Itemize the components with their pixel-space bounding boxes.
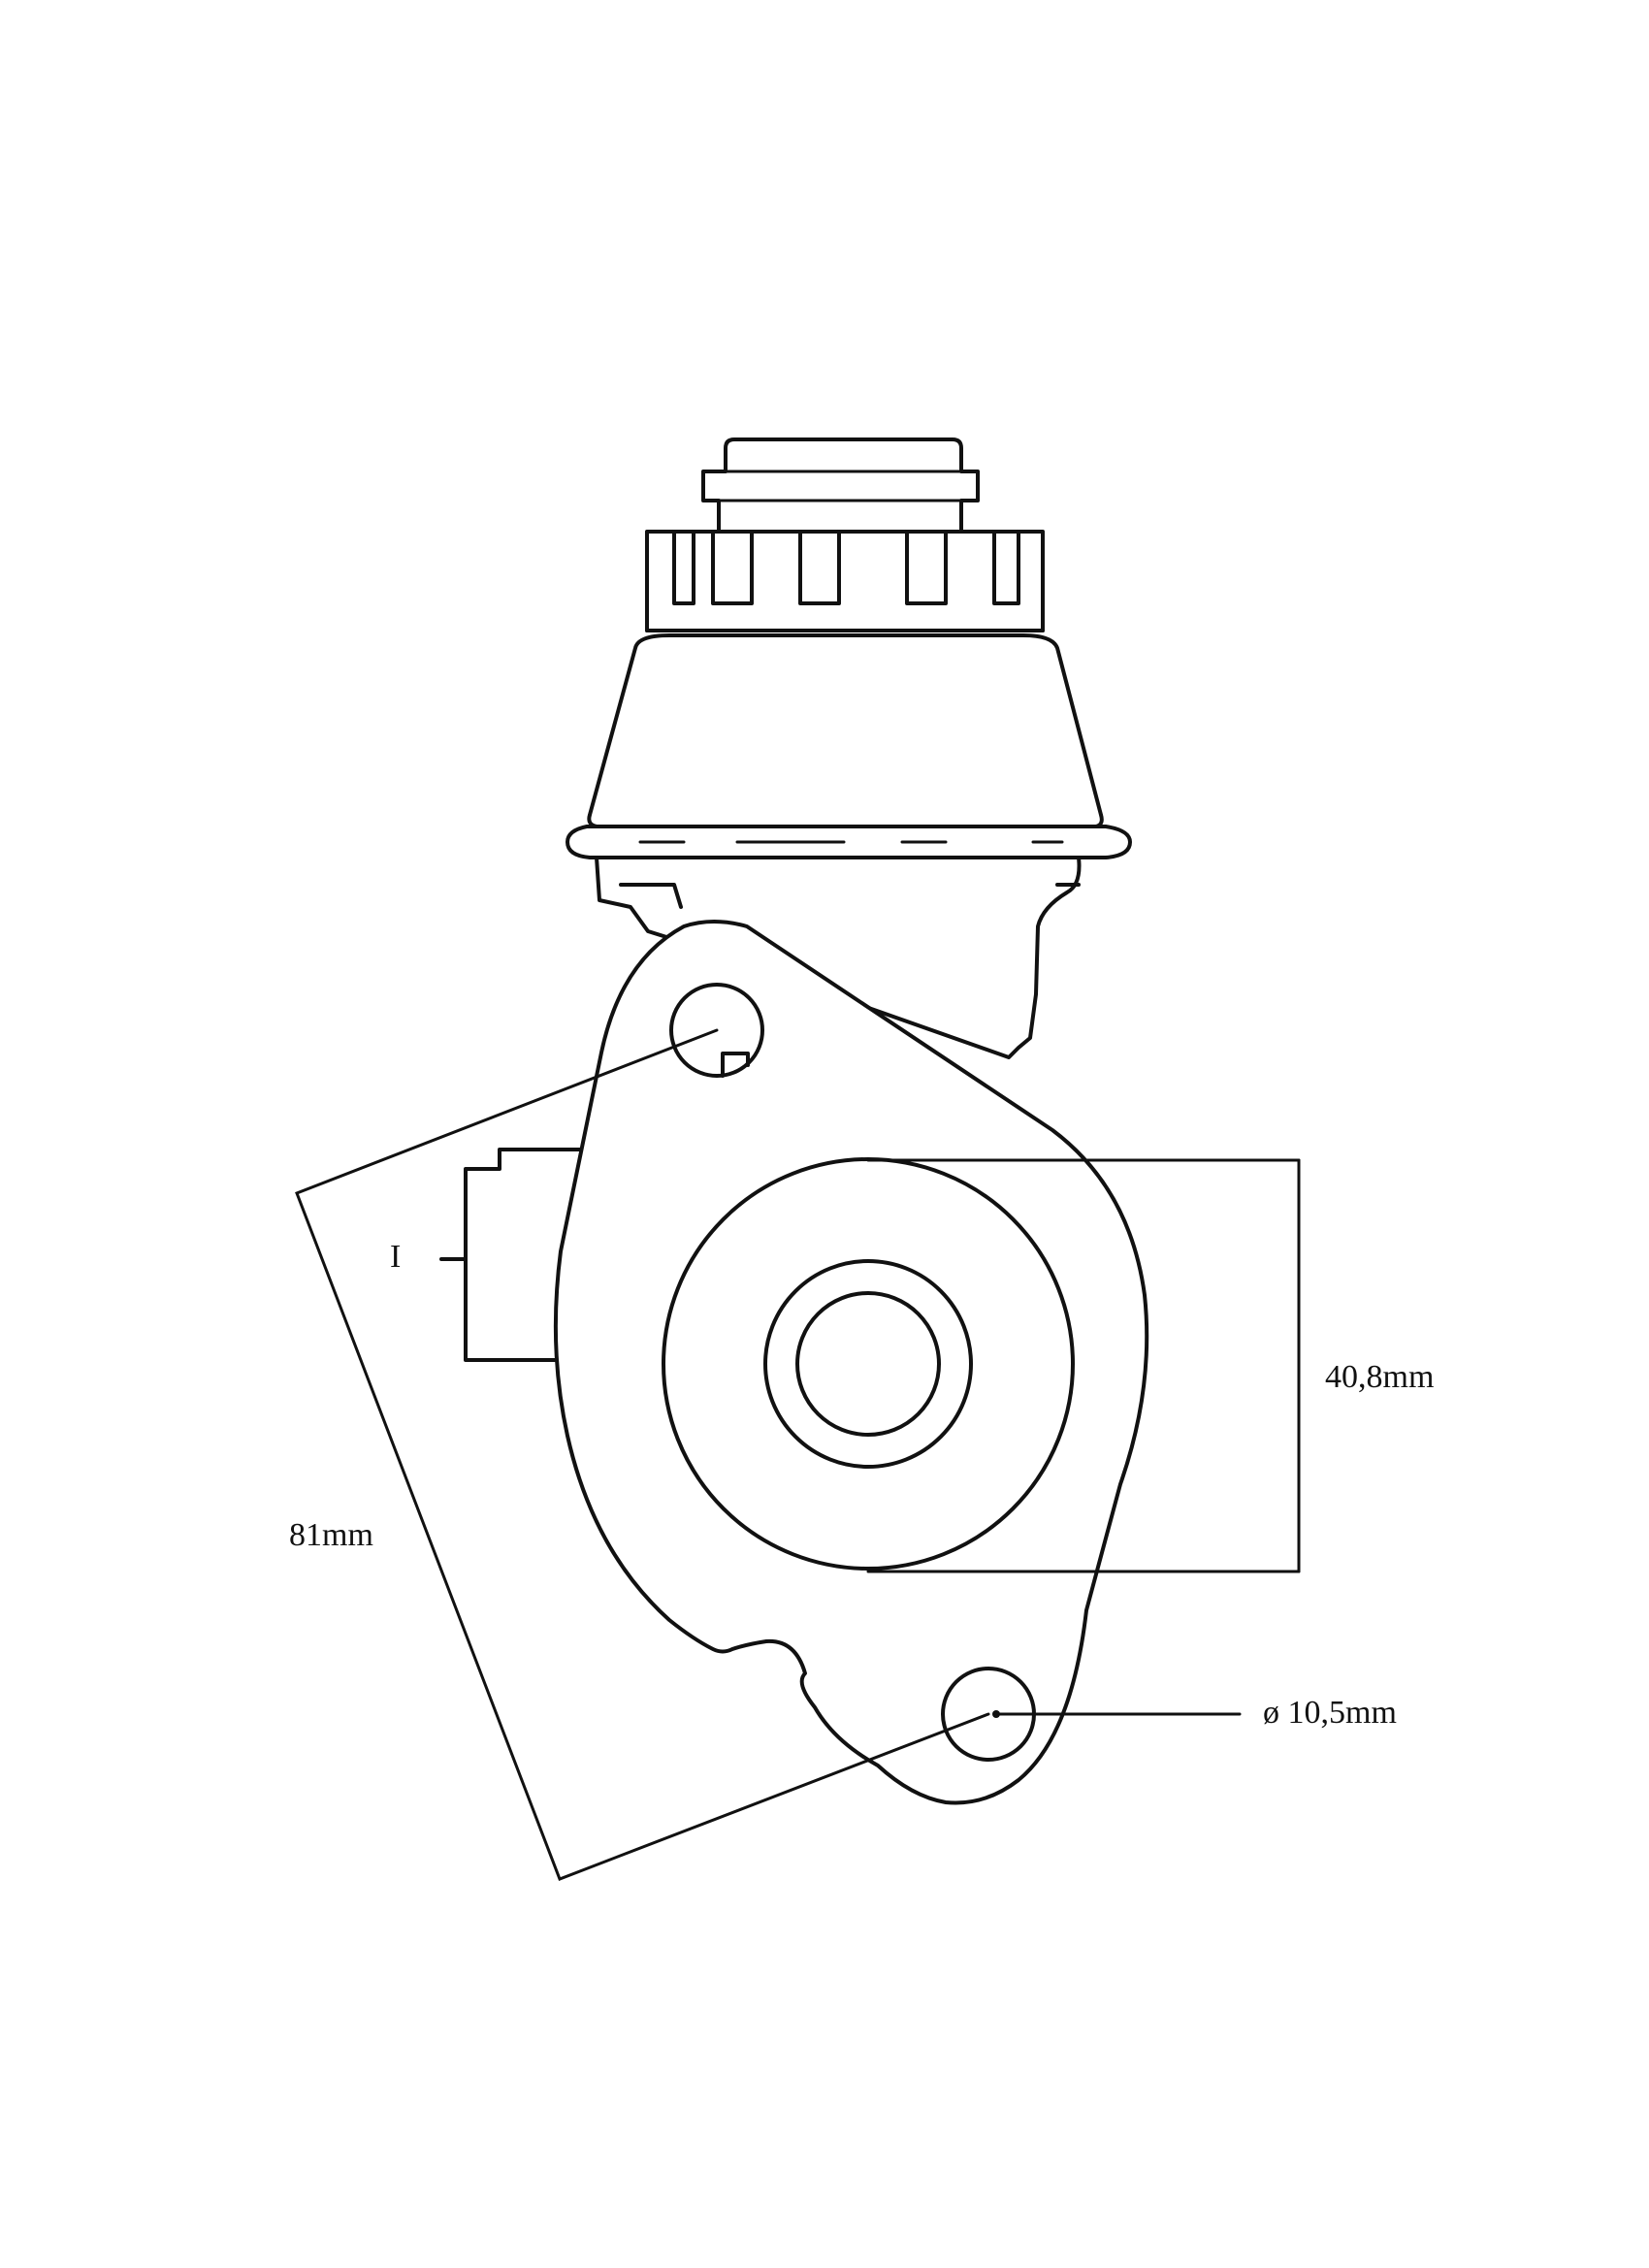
dimension-height [866,1158,1301,1573]
label-flange-span: 81mm [289,1517,373,1553]
dimension-hole-leader [992,1710,1242,1718]
label-height: 40,8mm [1325,1359,1434,1395]
cap-ribbed-ring [645,530,1045,632]
cylinder-middle-ring [763,1259,973,1469]
cylinder-bore [795,1291,941,1437]
cap-ribs [672,530,1020,605]
label-hole-diameter: ø 10,5mm [1263,1695,1397,1731]
cap-knob [701,437,980,534]
dimension-flange-span [295,1028,990,1881]
reservoir-body [587,633,1104,828]
mounting-flange [553,920,1149,1805]
reservoir-neck [595,856,1082,1059]
label-marker: I [390,1239,401,1275]
reservoir-flange [566,825,1132,859]
reservoir-cap [645,437,1045,644]
